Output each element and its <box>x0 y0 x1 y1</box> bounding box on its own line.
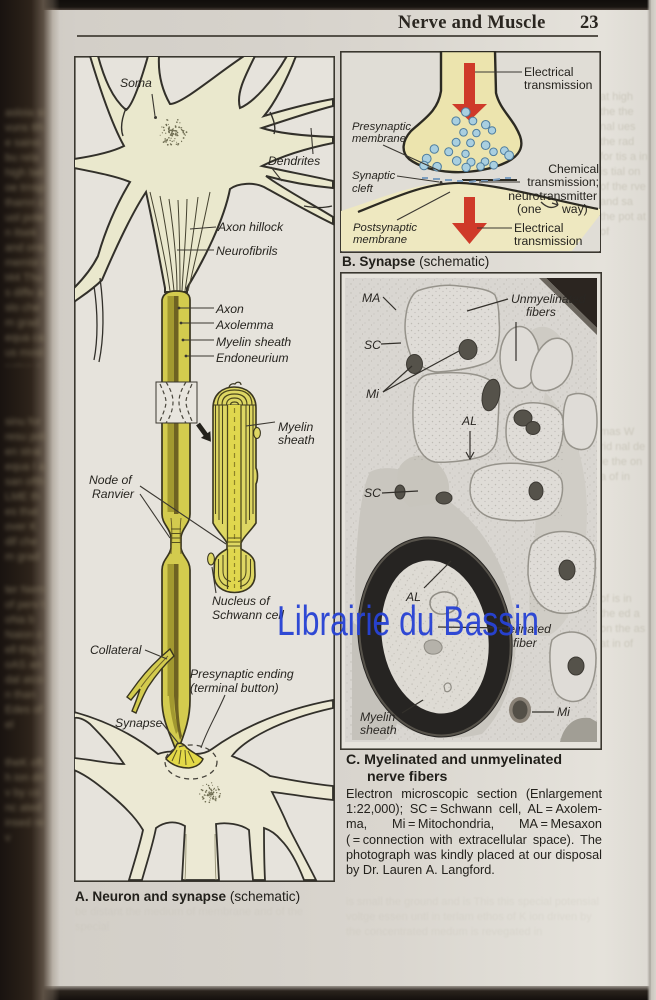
svg-text:SC: SC <box>364 338 381 352</box>
svg-text:neurotransmitter: neurotransmitter <box>508 189 597 203</box>
svg-text:Collateral: Collateral <box>90 643 142 657</box>
svg-text:Presynaptic ending: Presynaptic ending <box>190 667 294 681</box>
svg-text:Myelin: Myelin <box>278 420 313 434</box>
svg-text:Mi: Mi <box>557 705 570 719</box>
svg-text:MA: MA <box>362 291 380 305</box>
svg-text:way): way) <box>561 202 588 216</box>
svg-text:SC: SC <box>364 486 381 500</box>
svg-text:sheath: sheath <box>278 433 315 447</box>
svg-text:Myelinated: Myelinated <box>492 622 552 636</box>
svg-text:Axon hillock: Axon hillock <box>217 220 284 234</box>
svg-text:Axolemma: Axolemma <box>215 318 274 332</box>
svg-text:Mi: Mi <box>366 387 379 401</box>
svg-text:Neurofibrils: Neurofibrils <box>216 244 278 258</box>
svg-text:Soma: Soma <box>120 76 152 90</box>
svg-text:transmission: transmission <box>524 78 592 92</box>
svg-text:Myelin: Myelin <box>360 710 395 724</box>
svg-text:Schwann cell: Schwann cell <box>212 608 284 622</box>
svg-text:fiber: fiber <box>513 636 538 650</box>
svg-text:membrane: membrane <box>352 133 406 145</box>
svg-text:Unmyelinated: Unmyelinated <box>511 292 587 306</box>
svg-text:Electrical: Electrical <box>514 221 563 235</box>
svg-text:AL: AL <box>461 414 477 428</box>
svg-text:Chemical: Chemical <box>548 162 599 176</box>
svg-text:Nucleus of: Nucleus of <box>212 594 271 608</box>
svg-text:Endoneurium: Endoneurium <box>216 351 289 365</box>
svg-text:Synaptic: Synaptic <box>352 170 396 182</box>
svg-text:Postsynaptic: Postsynaptic <box>353 222 417 234</box>
svg-text:fibers: fibers <box>526 305 556 319</box>
svg-text:transmission: transmission <box>514 234 582 248</box>
svg-text:Ranvier: Ranvier <box>92 487 135 501</box>
svg-text:(terminal button): (terminal button) <box>190 681 279 695</box>
svg-text:Dendrites: Dendrites <box>268 154 320 168</box>
svg-text:Synapse: Synapse <box>115 716 163 730</box>
svg-text:membrane: membrane <box>353 234 407 246</box>
svg-text:Presynaptic: Presynaptic <box>352 121 411 133</box>
svg-text:Node of: Node of <box>89 473 133 487</box>
svg-text:Myelin sheath: Myelin sheath <box>216 335 291 349</box>
svg-text:transmission;: transmission; <box>527 175 599 189</box>
svg-text:AL: AL <box>405 590 421 604</box>
svg-text:Axon: Axon <box>215 302 244 316</box>
svg-text:(one: (one <box>517 202 542 216</box>
svg-text:sheath: sheath <box>360 723 397 737</box>
svg-text:cleft: cleft <box>352 183 374 195</box>
svg-text:Electrical: Electrical <box>524 65 573 79</box>
